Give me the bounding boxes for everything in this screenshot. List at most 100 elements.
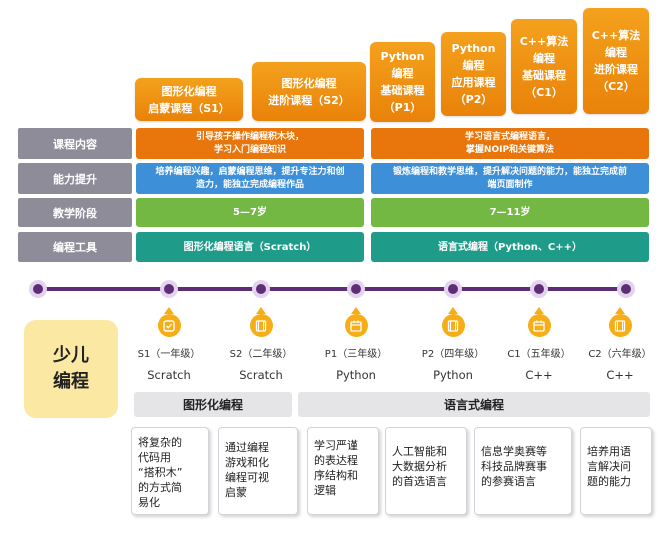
timeline-dot (444, 280, 462, 298)
stage-grade: C2（六年级） (588, 349, 652, 360)
stage-lang: Python (336, 368, 376, 382)
description-card: 将复杂的 代码用 “搭积木” 的方式简 易化 (131, 427, 209, 515)
course-line: 图形化编程 (161, 84, 217, 98)
timeline-dot (252, 280, 270, 298)
stage-p2: P2（四年级） Python (403, 307, 503, 382)
description-card: 人工智能和 大数据分析 的首选语言 (385, 427, 467, 515)
tool-language-cell: 语言式编程（Python、C++） (371, 232, 649, 262)
course-p1: Python 编程 基础课程 （P1） (370, 42, 435, 122)
timeline-dot (160, 280, 178, 298)
stage-language-cell: 7—11岁 (371, 198, 649, 227)
cell-line: 5—7岁 (233, 207, 267, 218)
desc-line: 的参赛语言 (481, 475, 536, 488)
calendar-icon (527, 314, 551, 337)
calendar-icon (344, 314, 368, 337)
check-icon (157, 314, 181, 337)
ability-language-cell: 锻炼编程和教学思维，提升解决问题的能力，能独立完成前 端页面制作 (371, 163, 649, 194)
desc-line: 学习严谨 (314, 439, 358, 452)
desc-line: 易化 (138, 496, 160, 509)
course-line: 编程 (533, 51, 555, 65)
course-line: Python (380, 50, 425, 63)
cell-line: 锻炼编程和教学思维，提升解决问题的能力，能独立完成前 (392, 166, 627, 177)
cell-line: 学习入门编程知识 (213, 144, 286, 155)
course-line: 编程 (462, 59, 485, 72)
course-line: 启蒙课程（S1） (148, 101, 230, 115)
ability-graphic-cell: 培养编程兴趣，启蒙编程思维，提升专注力和创 造力，能独立完成编程作品 (136, 163, 364, 194)
stage-graphic-cell: 5—7岁 (136, 198, 364, 227)
course-line: （P1） (383, 101, 422, 114)
course-line: 基础课程 (522, 68, 566, 82)
course-line: C++算法 (519, 34, 569, 48)
film-icon (608, 314, 632, 337)
stage-pin (534, 307, 544, 314)
course-line: Python (451, 42, 496, 55)
stage-p1: P1（三年级） Python (306, 307, 406, 382)
film-icon (441, 314, 465, 337)
course-line: 编程 (605, 46, 627, 59)
stage-pin (448, 307, 458, 314)
row-label-tool: 编程工具 (18, 232, 132, 262)
main-badge-line: 编程 (53, 371, 89, 392)
desc-line: 的首选语言 (392, 475, 447, 488)
category-language: 语言式编程 (298, 392, 650, 417)
cell-line: 造力，能独立完成编程作品 (195, 179, 304, 190)
stage-lang: Scratch (239, 368, 283, 382)
timeline-dot (617, 280, 635, 298)
desc-line: 人工智能和 (392, 445, 447, 458)
desc-line: 通过编程 (225, 441, 269, 454)
stage-grade: S1（一年级） (137, 349, 201, 360)
stage-lang: C++ (606, 368, 634, 382)
stage-pin (164, 307, 174, 314)
desc-line: 逻辑 (314, 484, 336, 497)
stage-s1: S1（一年级） Scratch (119, 307, 219, 382)
stage-pin (615, 307, 625, 314)
course-line: （P2） (454, 93, 493, 106)
stage-lang: C++ (525, 368, 553, 382)
row-label-content: 课程内容 (18, 128, 132, 159)
stage-lang: Python (433, 368, 473, 382)
content-language-cell: 学习语言式编程语言， 掌握NOIP和关键算法 (371, 128, 649, 159)
desc-line: 序结构和 (314, 469, 358, 482)
course-line: 图形化编程 (281, 76, 337, 90)
desc-line: 将复杂的 (138, 436, 182, 449)
stage-c1: C1（五年级） C++ (489, 307, 589, 382)
desc-line: 的方式简 (138, 481, 182, 494)
content-graphic-cell: 引导孩子操作编程积木块， 学习入门编程知识 (136, 128, 364, 159)
tool-graphic-cell: 图形化编程语言（Scratch） (136, 232, 364, 262)
course-s2: 图形化编程 进阶课程（S2） (252, 62, 366, 121)
description-card: 培养用语 言解决问 题的能力 (580, 427, 652, 515)
desc-line: 代码用 (138, 451, 171, 464)
desc-line: 游戏和化 (225, 456, 269, 469)
row-label-stage: 教学阶段 (18, 198, 132, 227)
cell-line: 端页面制作 (487, 179, 533, 190)
cell-line: 语言式编程（Python、C++） (437, 241, 583, 253)
course-s1: 图形化编程 启蒙课程（S1） (135, 78, 243, 121)
stage-lang: Scratch (147, 368, 191, 382)
course-line: （C2） (597, 80, 635, 93)
desc-line: 科技品牌赛事 (481, 460, 547, 473)
stage-grade: P2（四年级） (421, 349, 485, 360)
cell-line: 掌握NOIP和关键算法 (465, 144, 555, 155)
course-line: 基础课程 (380, 84, 425, 97)
timeline-dot (29, 280, 47, 298)
course-p2: Python 编程 应用课程 （P2） (441, 32, 506, 116)
description-card: 信息学奥赛等 科技品牌赛事 的参赛语言 (474, 427, 572, 515)
stage-grade: C1（五年级） (507, 349, 571, 360)
stage-grade: P1（三年级） (324, 349, 388, 360)
stage-c2: C2（六年级） C++ (573, 307, 667, 382)
timeline-dot (347, 280, 365, 298)
main-badge-line: 少儿 (53, 345, 89, 366)
film-icon (249, 314, 273, 337)
course-line: 编程 (391, 67, 414, 80)
course-line: （C1） (525, 85, 563, 99)
stage-grade: S2（二年级） (229, 349, 293, 360)
desc-line: 的表达程 (314, 454, 358, 467)
desc-line: 编程可视 (225, 471, 269, 484)
main-badge: 少儿 编程 (24, 320, 118, 418)
desc-line: 信息学奥赛等 (481, 445, 547, 458)
desc-line: 题的能力 (587, 475, 631, 488)
course-c2: C++算法 编程 进阶课程 （C2） (583, 8, 649, 114)
course-line: 进阶课程 (594, 63, 638, 76)
course-line: C++算法 (591, 29, 641, 42)
cell-line: 引导孩子操作编程积木块， (195, 131, 304, 142)
